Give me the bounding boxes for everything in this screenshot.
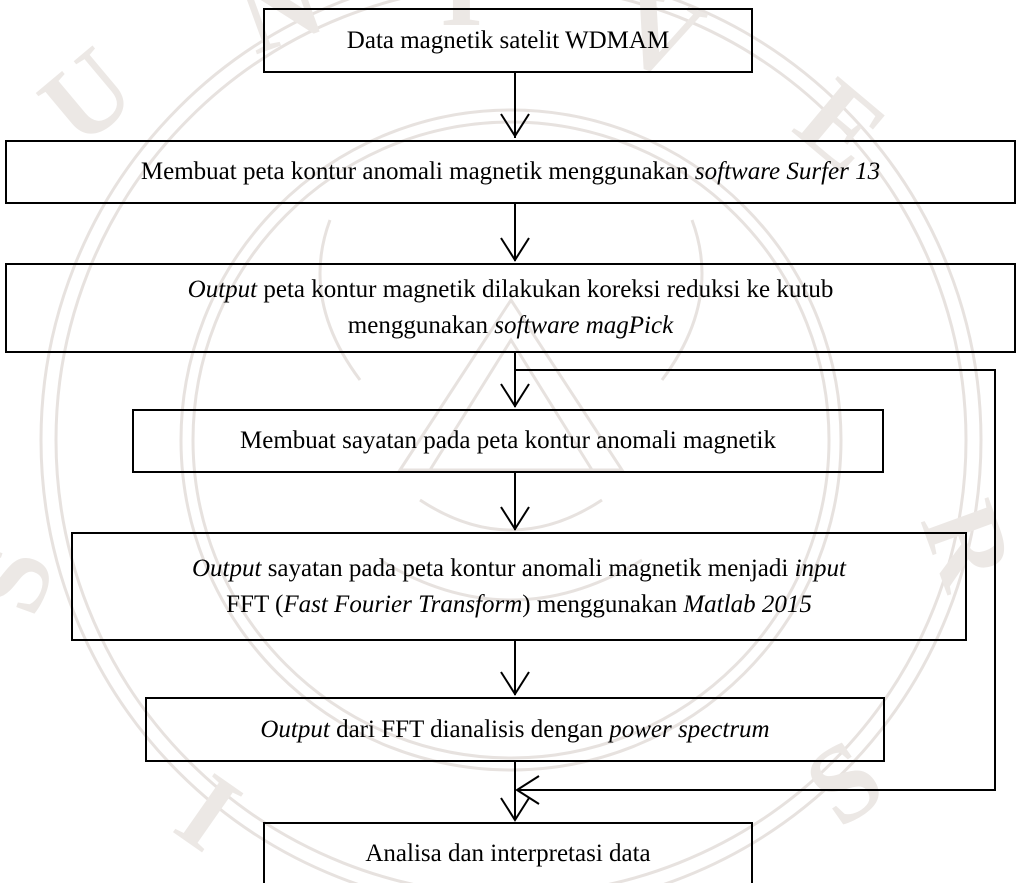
arrowhead-4-5 (500, 506, 530, 531)
step-text-reduction-line2-italic: software magPick (494, 312, 674, 339)
step-text-contour-map-plain: Membuat peta kontur anomali magnetik men… (140, 158, 695, 185)
step-text-fft-line2-italic-a: Fast Fourier Transform (283, 590, 523, 618)
arrowhead-6-7 (500, 797, 530, 822)
step-box-contour-map: Membuat peta kontur anomali magnetik men… (5, 140, 1016, 204)
step-box-reduction-to-pole: Output peta kontur magnetik dilakukan ko… (5, 263, 1016, 353)
arrowhead-3-4 (500, 383, 530, 408)
step-box-data-source: Data magnetik satelit WDMAM (263, 8, 753, 73)
step-text-data-source: Data magnetik satelit WDMAM (346, 26, 670, 54)
step-box-analysis: Analisa dan interpretasi data (263, 822, 753, 883)
step-text-fft-line1-plain: sayatan pada peta kontur anomali magneti… (261, 554, 795, 582)
step-text-fft-line2: FFT (Fast Fourier Transform) menggunakan… (192, 587, 846, 623)
step-text-fft-line1: Output sayatan pada peta kontur anomali … (192, 551, 846, 587)
bypass-arrowhead (515, 775, 540, 805)
step-text-reduction-line1-plain: peta kontur magnetik dilakukan koreksi r… (257, 276, 834, 303)
step-text-power-spectrum-italic-a: Output (260, 715, 330, 743)
step-text-reduction-line1-italic: Output (187, 276, 258, 303)
step-text-power-spectrum-plain: dari FFT dianalisis dengan (329, 715, 610, 743)
step-text-reduction-to-pole: Output peta kontur magnetik dilakukan ko… (188, 272, 834, 344)
step-text-reduction-line2: menggunakan software magPick (188, 308, 834, 344)
step-text-fft-line1-italic-a: Output (191, 554, 262, 582)
step-text-profile-slicing: Membuat sayatan pada peta kontur anomali… (240, 427, 776, 454)
step-text-fft-line2-plain-b: ) menggunakan (522, 590, 684, 618)
step-text-reduction-line1: Output peta kontur magnetik dilakukan ko… (188, 272, 834, 308)
step-text-fft-line2-italic-b: Matlab 2015 (683, 590, 812, 618)
step-text-contour-map: Membuat peta kontur anomali magnetik men… (141, 154, 880, 190)
step-box-profile-slicing: Membuat sayatan pada peta kontur anomali… (132, 409, 884, 473)
step-text-fft-input: Output sayatan pada peta kontur anomali … (192, 551, 846, 623)
step-box-fft-input: Output sayatan pada peta kontur anomali … (71, 532, 967, 641)
svg-text:I: I (156, 750, 261, 874)
step-text-analysis: Analisa dan interpretasi data (365, 840, 651, 867)
step-text-fft-line2-plain-a: FFT ( (226, 590, 284, 618)
step-box-power-spectrum: Output dari FFT dianalisis dengan power … (145, 697, 885, 762)
arrowhead-1-2 (500, 113, 530, 138)
step-text-reduction-line2-plain: menggunakan (347, 312, 495, 339)
arrowhead-2-3 (500, 237, 530, 262)
step-text-power-spectrum: Output dari FFT dianalisis dengan power … (260, 712, 769, 748)
step-text-power-spectrum-italic-b: power spectrum (609, 715, 770, 743)
svg-text:S: S (0, 529, 78, 628)
step-text-fft-line1-italic-b: input (794, 554, 846, 582)
step-text-contour-map-italic: software Surfer 13 (694, 158, 881, 185)
arrowhead-5-6 (500, 671, 530, 696)
